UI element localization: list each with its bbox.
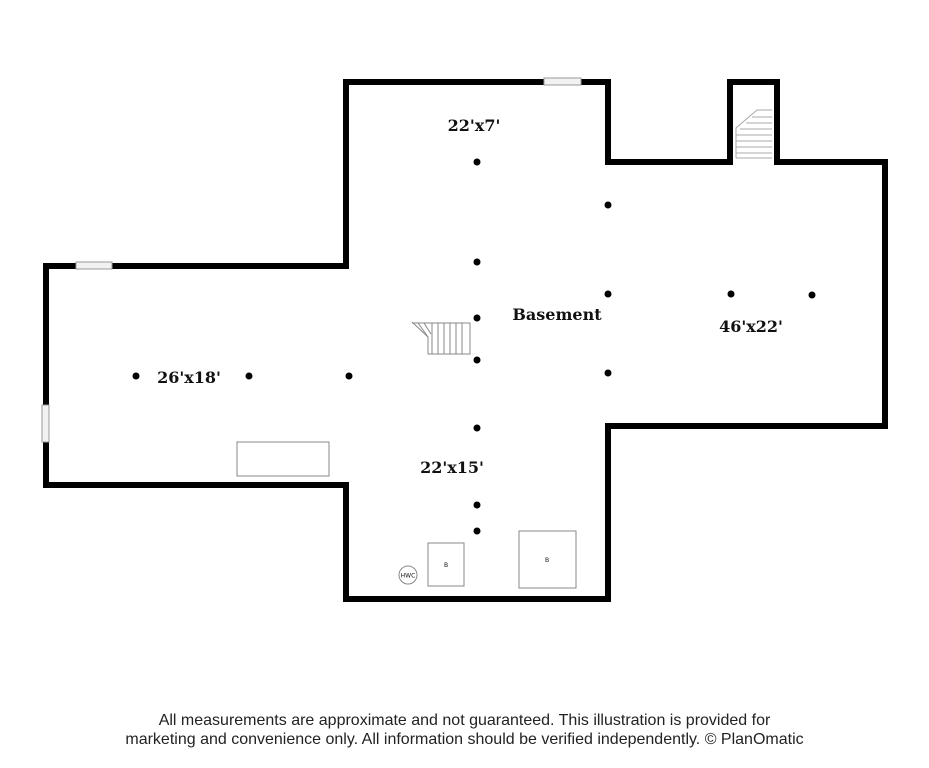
column [245, 372, 253, 380]
column [132, 372, 140, 380]
room-dimension-left: 26'x18' [157, 368, 221, 387]
counter-fixture [236, 441, 330, 477]
disclaimer-line-1: All measurements are approximate and not… [158, 712, 771, 729]
support-columns [132, 158, 816, 535]
window-left-side [41, 404, 50, 443]
water-heater-icon [398, 565, 418, 585]
column [473, 501, 481, 509]
column [604, 201, 612, 209]
room-dimension-top: 22'x7' [448, 116, 501, 135]
room-dimension-bottom: 22'x15' [420, 458, 484, 477]
column [473, 314, 481, 322]
fixture-box-large-label: B [545, 557, 549, 564]
column [473, 424, 481, 432]
fixture-box-large [518, 530, 577, 589]
window-left-top [75, 261, 113, 270]
room-dimension-right: 46'x22' [719, 317, 783, 336]
column [345, 372, 353, 380]
exterior-walls [43, 79, 888, 602]
column [473, 158, 481, 166]
disclaimer: All measurements are approximate and not… [0, 711, 929, 749]
column [473, 527, 481, 535]
column [604, 290, 612, 298]
stairs-center-icon [411, 321, 471, 355]
fixture-box-small-label: B [444, 562, 448, 569]
column [473, 356, 481, 364]
room-name-basement: Basement [512, 305, 602, 324]
column [727, 290, 735, 298]
column [473, 258, 481, 266]
water-heater-label: HWC [401, 573, 416, 580]
fixture-box-small [427, 542, 465, 587]
stairs-upper-icon [735, 109, 772, 159]
disclaimer-line-2: marketing and convenience only. All info… [125, 731, 804, 748]
column [604, 369, 612, 377]
column [808, 291, 816, 299]
window-top [543, 77, 582, 86]
